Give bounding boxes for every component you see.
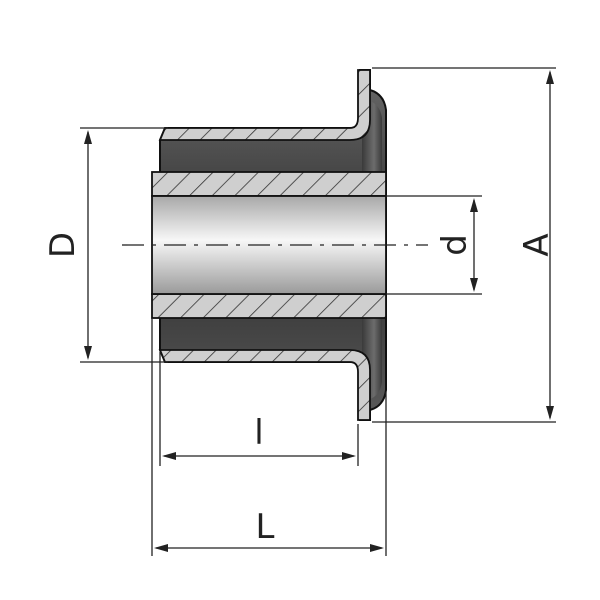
outer-shell-bottom [158,349,371,421]
dimension-D: D [43,127,168,363]
label-l: l [254,413,263,453]
dimension-L: L [151,318,387,556]
dimension-A: A [372,67,557,423]
inner-liner-top [151,171,387,197]
label-d: d [435,234,475,256]
dimension-d: d [386,195,482,295]
dimension-l: l [159,352,359,466]
label-A: A [517,233,557,256]
label-L: L [256,507,275,547]
inner-liner-bottom [151,293,387,319]
label-D: D [43,232,83,258]
outer-shell-top [158,69,371,141]
